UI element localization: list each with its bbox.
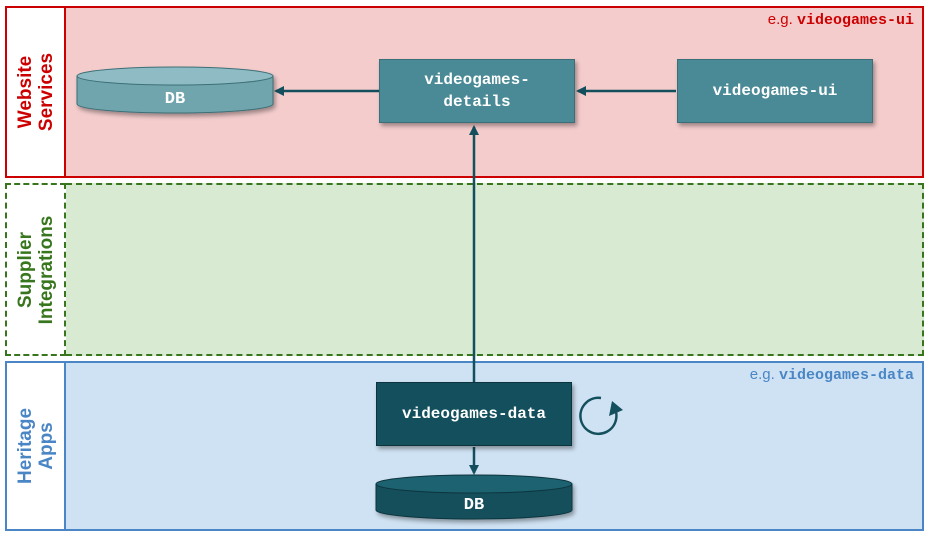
- heritage-example-note: e.g. videogames-data: [750, 366, 914, 384]
- db-cylinder-top: [76, 66, 274, 114]
- lane-label-supplier-integrations: Supplier Integrations: [5, 183, 66, 356]
- refresh-icon: [579, 396, 623, 436]
- website-example-note: e.g. videogames-ui: [768, 11, 914, 29]
- videogames-ui-box[interactable]: videogames-ui: [677, 59, 873, 123]
- data-label: videogames-data: [401, 405, 547, 423]
- lane-label-website-services: Website Services: [5, 6, 66, 178]
- lane-label-heritage-apps: Heritage Apps: [5, 361, 66, 531]
- website-example-prefix: e.g.: [767, 11, 797, 28]
- videogames-details-box[interactable]: videogames- details: [379, 59, 575, 123]
- heritage-example-prefix: e.g.: [749, 366, 779, 383]
- db-top-label: DB: [165, 90, 185, 109]
- website-example-code: videogames-ui: [796, 12, 914, 29]
- ui-label: videogames-ui: [712, 82, 838, 100]
- videogames-data-box[interactable]: videogames-data: [376, 382, 572, 446]
- db-bottom-label: DB: [464, 496, 484, 515]
- heritage-example-code: videogames-data: [778, 367, 914, 384]
- details-label-line2: details: [443, 93, 511, 111]
- db-cylinder-bottom: [375, 474, 573, 520]
- details-label-line1: videogames-: [424, 71, 530, 89]
- lane-supplier-integrations: [66, 183, 924, 356]
